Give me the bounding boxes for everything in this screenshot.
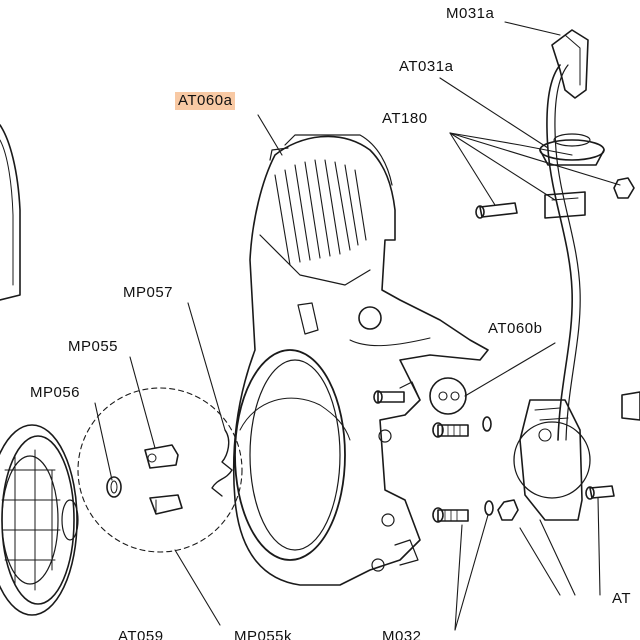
label-mp055k[interactable]: MP055k xyxy=(234,628,293,640)
mp055-pawl-upper[interactable] xyxy=(144,444,179,469)
at031a-grommet[interactable] xyxy=(539,133,605,166)
mp056-washer[interactable] xyxy=(106,476,122,498)
washer-upper[interactable] xyxy=(482,416,492,432)
detail-circle xyxy=(77,387,243,553)
nut-right-edge[interactable] xyxy=(621,391,640,421)
flywheel-part[interactable] xyxy=(0,424,79,616)
at180-clip[interactable] xyxy=(544,191,586,219)
ignition-coil[interactable] xyxy=(513,399,591,521)
at060b-plate[interactable] xyxy=(429,377,467,415)
bolt-mid[interactable] xyxy=(432,422,469,438)
bolt-lower[interactable] xyxy=(432,507,469,523)
label-mp057[interactable]: MP057 xyxy=(123,284,174,301)
nut-lower[interactable] xyxy=(497,499,519,521)
label-at180[interactable]: AT180 xyxy=(382,110,428,127)
label-mp056[interactable]: MP056 xyxy=(30,384,81,401)
label-m031a[interactable]: M031a xyxy=(446,5,495,22)
label-at-cut[interactable]: AT xyxy=(612,590,632,607)
label-mp055[interactable]: MP055 xyxy=(68,338,119,355)
bolt-upper-right[interactable] xyxy=(475,202,518,219)
m031a-plug-cap[interactable] xyxy=(551,29,589,99)
nut-top[interactable] xyxy=(613,177,635,199)
washer-lower[interactable] xyxy=(484,500,494,516)
bolt-right[interactable] xyxy=(585,485,615,500)
label-at060b[interactable]: AT060b xyxy=(488,320,543,337)
label-m032[interactable]: M032 xyxy=(382,628,422,640)
at060a-housing[interactable] xyxy=(232,134,489,586)
label-at031a[interactable]: AT031a xyxy=(399,58,454,75)
left-housing-partial xyxy=(0,124,21,301)
mp057-spring[interactable] xyxy=(211,429,233,497)
label-at059[interactable]: AT059 xyxy=(118,628,164,640)
spark-plug-cable[interactable] xyxy=(546,64,573,441)
label-at060a-highlighted[interactable]: AT060a xyxy=(175,92,236,110)
mp055-pawl-lower[interactable] xyxy=(149,494,183,515)
leader-lines xyxy=(94,21,621,631)
bolt-upper-left[interactable] xyxy=(373,390,405,404)
